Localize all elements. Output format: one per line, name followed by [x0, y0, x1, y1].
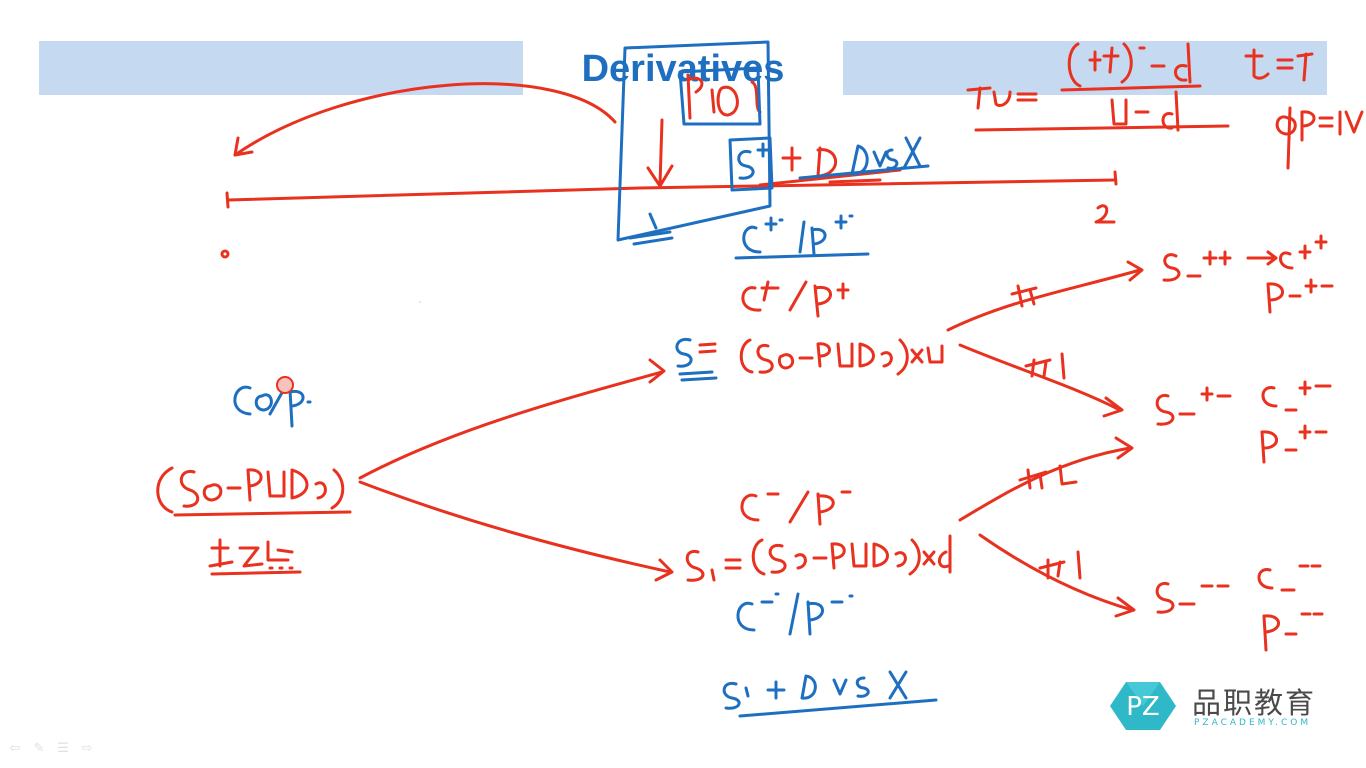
branch-ud	[958, 343, 1122, 412]
blue-ink	[233, 40, 938, 718]
svg-text:PZ: PZ	[1126, 692, 1160, 722]
logo-mark-icon: PZ	[1110, 682, 1176, 730]
red-ink	[156, 42, 1364, 652]
time1-box	[616, 40, 772, 242]
branch-uu	[946, 268, 1142, 332]
logo-name: 品职教育	[1192, 686, 1317, 720]
branch-du	[958, 446, 1132, 522]
timeline-line	[226, 178, 1117, 202]
logo-url: PZACADEMY.COM	[1194, 718, 1312, 728]
branch-dd	[978, 533, 1134, 612]
arrow-right-icon[interactable]: ⇨	[81, 741, 93, 756]
arrow-left-icon[interactable]: ⇦	[9, 741, 21, 756]
curved-back-arrow	[233, 82, 617, 157]
pointer-marker	[276, 376, 294, 394]
pen-icon[interactable]: ✎	[33, 741, 45, 756]
presentation-controls: ⇦ ✎ ☰ ⇨	[8, 740, 94, 758]
brand-logo: PZ 品职教育 PZACADEMY.COM	[1108, 678, 1348, 738]
title-band-right	[843, 41, 1327, 95]
lower-branch	[358, 480, 672, 574]
upper-branch	[358, 370, 664, 480]
menu-icon[interactable]: ☰	[57, 741, 69, 756]
